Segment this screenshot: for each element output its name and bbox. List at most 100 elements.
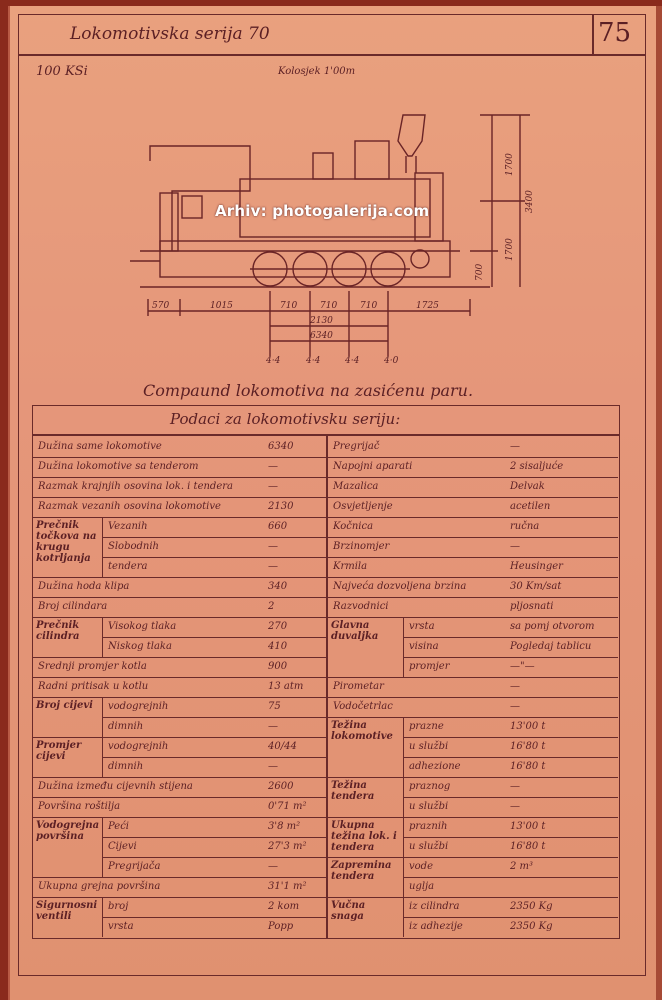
- right-row-value: 16'80 t: [510, 761, 546, 772]
- left-row-label: dimnih: [108, 761, 144, 772]
- axle-load-4: 4·0: [383, 356, 399, 366]
- dim-710-c: 710: [360, 301, 377, 311]
- row-divider: [327, 857, 618, 858]
- row-divider: [32, 497, 326, 498]
- row-divider: [403, 837, 618, 838]
- page-border: [18, 14, 646, 976]
- group-divider: [102, 697, 103, 737]
- data-table: [32, 405, 620, 939]
- group-divider: [403, 617, 404, 677]
- right-row-label: uglja: [409, 881, 435, 892]
- left-row-value: —: [268, 761, 278, 772]
- row-divider: [102, 537, 326, 538]
- right-row-value: 16'80 t: [510, 741, 546, 752]
- left-row-value: 660: [268, 521, 288, 532]
- right-row-value: sa pomj otvorom: [510, 621, 595, 632]
- left-row-value: 31'1 m²: [268, 881, 307, 892]
- right-row-value: 13'00 t: [510, 721, 546, 732]
- left-row-label: Razmak vezanih osovina lokomotive: [38, 501, 221, 512]
- right-row-label: praznih: [409, 821, 448, 832]
- right-row-label: Vodočetrlac: [333, 701, 393, 712]
- right-row-label: u službi: [409, 741, 449, 752]
- right-row-value: —: [510, 441, 520, 452]
- left-row-label: Broj cilindara: [38, 601, 108, 612]
- track-gauge: Kolosjek 1'00m: [278, 66, 356, 77]
- row-divider: [102, 717, 326, 718]
- row-divider: [102, 837, 326, 838]
- left-group-label: Vodogrejna površina: [36, 820, 100, 842]
- left-row-value: 340: [268, 581, 288, 592]
- left-row-value: 3'8 m²: [268, 821, 301, 832]
- dim-3400: 3400: [525, 190, 535, 213]
- boiler: [239, 178, 431, 238]
- left-row-label: Slobodnih: [108, 541, 159, 552]
- dim-6340: 6340: [310, 331, 333, 341]
- row-divider: [32, 817, 326, 818]
- dim-2130: 2130: [309, 316, 333, 326]
- row-divider: [403, 757, 618, 758]
- right-group-label: Vučna snaga: [331, 900, 366, 922]
- dim-570: 570: [152, 301, 169, 311]
- right-group-label: Težina lokomotive: [331, 720, 393, 742]
- row-divider: [102, 857, 326, 858]
- table-title-rule: [32, 434, 620, 436]
- row-divider: [327, 897, 618, 898]
- right-row-value: 2350 Kg: [510, 921, 553, 932]
- dim-1700-top: 1700: [505, 153, 515, 176]
- left-row-value: 410: [268, 641, 288, 652]
- row-divider: [327, 617, 618, 618]
- left-row-value: 2600: [268, 781, 294, 792]
- row-divider: [32, 617, 326, 618]
- right-row-label: Napojni aparati: [333, 461, 413, 472]
- row-divider: [327, 577, 618, 578]
- row-divider: [403, 797, 618, 798]
- right-row-label: Mazalica: [333, 481, 379, 492]
- left-row-value: —: [268, 461, 278, 472]
- right-row-label: visina: [409, 641, 439, 652]
- left-row-value: —: [268, 721, 278, 732]
- left-row-value: 13 atm: [268, 681, 304, 692]
- right-group-label: Ukupna težina lok. i tendera: [331, 820, 397, 853]
- left-row-label: vrsta: [108, 921, 134, 932]
- locomotive-designation: 100 KSi: [36, 64, 88, 79]
- dome: [354, 140, 390, 180]
- left-row-label: vodogrejnih: [108, 701, 169, 712]
- left-row-value: 75: [268, 701, 281, 712]
- axle-load-1: 4·4: [265, 356, 281, 366]
- right-row-label: Razvodnici: [333, 601, 389, 612]
- right-row-value: acetilen: [510, 501, 551, 512]
- table-title: Podaci za lokomotivsku seriju:: [170, 410, 401, 428]
- dim-710-a: 710: [280, 301, 297, 311]
- right-row-label: Pregrijač: [333, 441, 380, 452]
- left-row-value: 270: [268, 621, 288, 632]
- right-row-value: ručna: [510, 521, 540, 532]
- row-divider: [327, 517, 618, 518]
- right-row-value: Heusinger: [510, 561, 563, 572]
- row-divider: [327, 717, 618, 718]
- header-rule: [18, 54, 646, 56]
- right-row-value: 2350 Kg: [510, 901, 553, 912]
- right-row-label: Najveća dozvoljena brzina: [333, 581, 467, 592]
- document-sheet: Lokomotivska serija 70 75 100 KSi Kolosj…: [8, 6, 662, 1000]
- row-divider: [327, 677, 618, 678]
- left-row-label: Visokog tlaka: [108, 621, 177, 632]
- group-divider: [102, 737, 103, 777]
- left-row-label: Cijevi: [108, 841, 137, 852]
- left-row-label: dimnih: [108, 721, 144, 732]
- left-row-value: 2 kom: [268, 901, 300, 912]
- left-row-value: 27'3 m²: [268, 841, 307, 852]
- right-row-label: iz adhezije: [409, 921, 463, 932]
- row-divider: [327, 477, 618, 478]
- row-divider: [403, 637, 618, 638]
- left-row-label: Dužina između cijevnih stijena: [38, 781, 193, 792]
- group-divider: [403, 897, 404, 937]
- right-row-label: vode: [409, 861, 433, 872]
- sand-dome: [312, 152, 334, 180]
- right-row-value: 2 m³: [510, 861, 534, 872]
- watermark: Arhiv: photogalerija.com: [215, 202, 430, 220]
- row-divider: [32, 457, 326, 458]
- left-group-label: Promjer cijevi: [36, 740, 82, 762]
- right-row-label: Krmila: [333, 561, 368, 572]
- row-divider: [327, 597, 618, 598]
- right-row-value: 30 Km/sat: [510, 581, 562, 592]
